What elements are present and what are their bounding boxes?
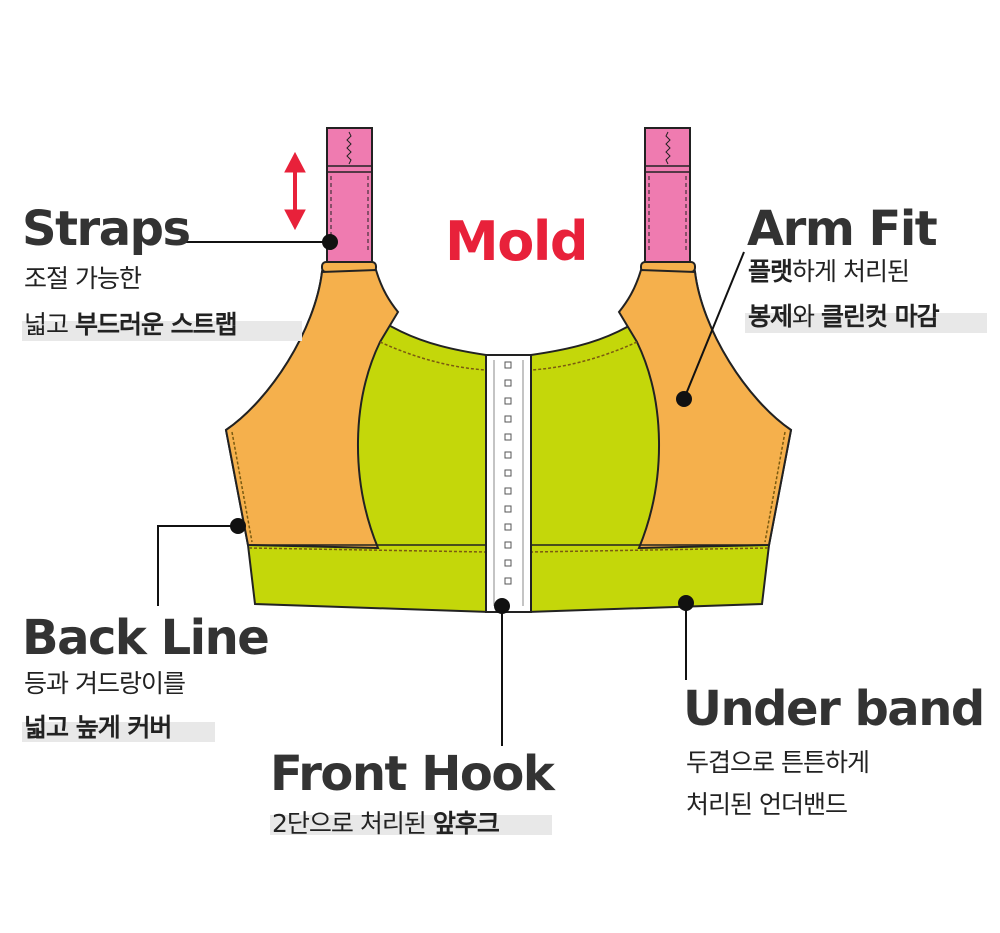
callout-straps: Straps 조절 가능한 넓고 부드러운 스트랩 [22, 201, 238, 339]
callout-title: Back Line [22, 610, 268, 666]
callout-desc: 봉제와 클린컷 마감 [748, 302, 940, 331]
callout-title: Arm Fit [747, 201, 937, 257]
leader-lines [157, 241, 745, 746]
callout-desc: 조절 가능한 [24, 264, 142, 293]
callout-title: Under band [683, 681, 984, 737]
callout-title: Straps [22, 201, 190, 257]
arm-fit-marker [676, 391, 692, 407]
back-line-marker [230, 518, 246, 534]
straps-marker [322, 234, 338, 250]
callout-front-hook: Front Hook 2단으로 처리된 앞후크 [270, 746, 557, 838]
under-band-marker [678, 595, 694, 611]
callout-desc: 등과 겨드랑이를 [24, 669, 185, 698]
callout-arm-fit: Arm Fit 플랫하게 처리된 봉제와 클린컷 마감 [747, 201, 941, 331]
callout-back-line: Back Line 등과 겨드랑이를 넓고 높게 커버 [22, 610, 270, 742]
callout-title: Front Hook [270, 746, 556, 802]
product-label: Mold [445, 210, 587, 273]
callout-desc: 처리된 언더밴드 [686, 790, 847, 819]
front-hook-marker [494, 598, 510, 614]
callout-desc: 플랫하게 처리된 [748, 257, 909, 286]
front-hook-strip [485, 354, 532, 613]
callout-desc: 넓고 부드러운 스트랩 [24, 310, 237, 339]
callout-desc: 2단으로 처리된 앞후크 [272, 809, 500, 838]
callout-under-band: Under band 두겹으로 튼튼하게 처리된 언더밴드 [683, 681, 985, 819]
callout-desc: 넓고 높게 커버 [24, 713, 171, 742]
callout-desc: 두겹으로 튼튼하게 [686, 748, 869, 777]
adjust-arrow-icon [284, 151, 306, 231]
